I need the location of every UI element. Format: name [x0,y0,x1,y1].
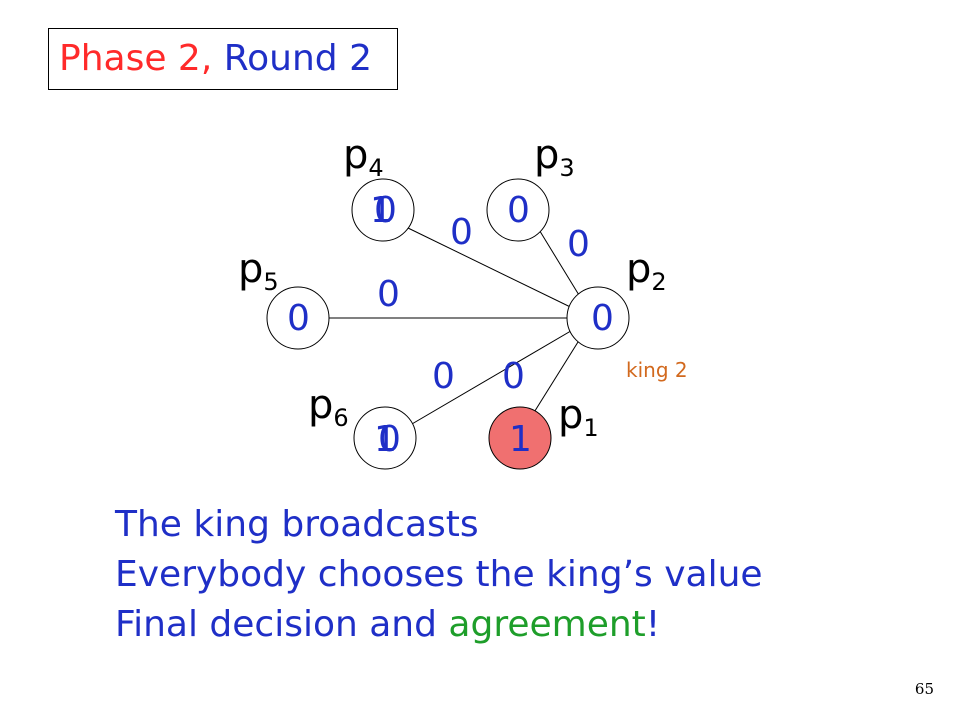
label-p1: p1 [558,392,599,442]
edge-p4-p2 [407,227,594,319]
label-p4: p4 [343,132,384,182]
node-p2 [566,286,630,350]
bullet-line-3-text: Final decision and [115,604,449,645]
node-p4 [351,178,415,242]
node-p5-value: 0 [287,298,310,339]
edge-value-p3: 0 [567,224,590,265]
node-p1 [488,406,552,470]
label-p2: p2 [626,246,667,296]
node-p3 [486,178,550,242]
slide-title: Phase 2, Round 2 [48,28,398,90]
node-p4-value: 0 [374,190,397,231]
bullet-line-1: The king broadcasts [115,504,479,545]
king-label: king 2 [626,358,688,382]
edge-value-p4: 0 [450,212,473,253]
label-p6: p6 [308,382,349,432]
title-phase: Phase 2, [59,38,213,79]
node-p3-value: 0 [507,190,530,231]
page-number: 65 [914,680,934,698]
label-p5: p5 [238,246,279,296]
node-p5 [266,286,330,350]
node-p6-old-value: 1 [374,419,397,460]
node-p2-value: 0 [591,298,614,339]
explanation-text: The king broadcasts Everybody chooses th… [115,500,763,650]
bullet-line-3: Final decision and agreement! [115,600,763,650]
bullet-line-3-end: ! [645,604,661,645]
bullet-line-2: Everybody chooses the king’s value [115,554,763,595]
edge-value-p5: 0 [377,274,400,315]
edge-value-p6: 0 [432,356,455,397]
agreement-word: agreement [448,604,646,645]
node-p1-value: 1 [509,419,532,460]
node-p6-value: 0 [378,419,401,460]
edge-p6-p2 [387,317,594,439]
edge-value-p1: 0 [502,356,525,397]
node-p6 [353,406,417,470]
node-p4-old-value: 1 [370,190,393,231]
label-p3: p3 [534,132,575,182]
title-round: Round 2 [223,38,372,79]
